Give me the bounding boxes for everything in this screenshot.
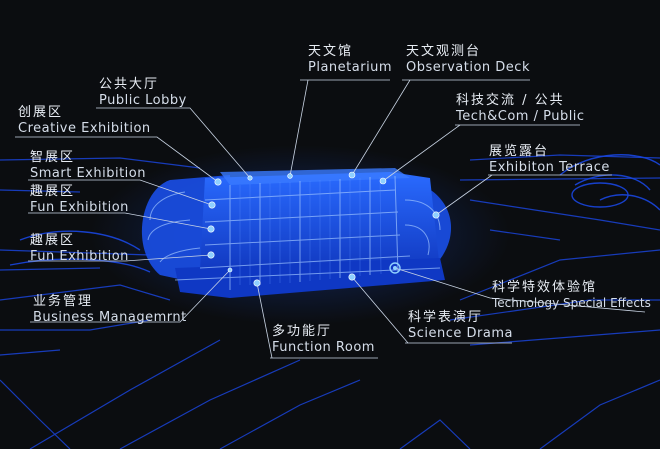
marker-smart-exhibition (208, 201, 216, 209)
label-en: Technology Special Effects (492, 296, 651, 311)
label-tech-com-public: 科技交流 / 公共 Tech&Com / Public (456, 93, 585, 125)
marker-business-management (227, 267, 233, 273)
label-cn: 展览露台 (489, 144, 550, 159)
label-en: Observation Deck (406, 60, 530, 76)
label-cn: 趣展区 (30, 233, 76, 248)
label-cn: 创展区 (18, 105, 64, 120)
label-en: Smart Exhibition (30, 166, 146, 182)
label-exhibition-terrace: 展览露台 Exhibiton Terrace (489, 144, 610, 176)
label-en: Fun Exhibition (30, 200, 129, 216)
marker-exhibition-terrace (432, 211, 440, 219)
label-cn: 科学特效体验馆 (492, 280, 598, 295)
label-en: Tech&Com / Public (456, 109, 585, 125)
label-cn: 业务管理 (33, 294, 94, 309)
marker-creative-exhibition (214, 178, 222, 186)
label-fun-exhibition-2: 趣展区 Fun Exhibition (30, 233, 129, 265)
special-effects-marker (389, 262, 401, 274)
label-technology-special-effects: 科学特效体验馆 Technology Special Effects (492, 280, 651, 311)
marker-tech-com (379, 177, 387, 185)
label-en: Business Managemrnt (33, 310, 187, 326)
window-grid (239, 176, 382, 285)
label-en: Function Room (272, 340, 375, 356)
label-planetarium: 天文馆 Planetarium (308, 44, 393, 76)
site-lines (0, 154, 660, 449)
marker-fun-exhibition-2 (207, 251, 215, 259)
marker-observation-deck (348, 171, 356, 179)
label-science-drama: 科学表演厅 Science Drama (408, 310, 513, 342)
structure-lines (147, 175, 441, 290)
label-creative-exhibition: 创展区 Creative Exhibition (18, 105, 151, 137)
marker-science-drama (348, 273, 356, 281)
label-en: Planetarium (308, 60, 393, 76)
label-en: Science Drama (408, 326, 513, 342)
label-function-room: 多功能厅 Function Room (272, 324, 375, 356)
leader-lines (15, 79, 646, 359)
label-cn: 公共大厅 (99, 77, 160, 92)
label-en: Creative Exhibition (18, 121, 151, 137)
marker-fun-exhibition-1 (207, 225, 215, 233)
marker-public-lobby (247, 175, 253, 181)
label-observation-deck: 天文观测台 Observation Deck (406, 44, 530, 76)
label-cn: 智展区 (30, 150, 76, 165)
marker-planetarium (287, 173, 293, 179)
label-cn: 科学表演厅 (408, 310, 484, 325)
label-fun-exhibition-1: 趣展区 Fun Exhibition (30, 184, 129, 216)
label-cn: 天文馆 (308, 44, 354, 59)
label-en: Exhibiton Terrace (489, 160, 610, 176)
label-cn: 多功能厅 (272, 324, 333, 339)
label-en: Fun Exhibition (30, 249, 129, 265)
marker-function-room (253, 279, 261, 287)
label-cn: 天文观测台 (406, 44, 482, 59)
label-cn: 科技交流 / 公共 (456, 93, 565, 108)
label-cn: 趣展区 (30, 184, 76, 199)
label-public-lobby: 公共大厅 Public Lobby (99, 77, 187, 109)
location-markers (207, 171, 440, 287)
label-en: Public Lobby (99, 93, 187, 109)
label-smart-exhibition: 智展区 Smart Exhibition (30, 150, 146, 182)
building-body (141, 168, 452, 298)
label-business-management: 业务管理 Business Managemrnt (33, 294, 187, 326)
